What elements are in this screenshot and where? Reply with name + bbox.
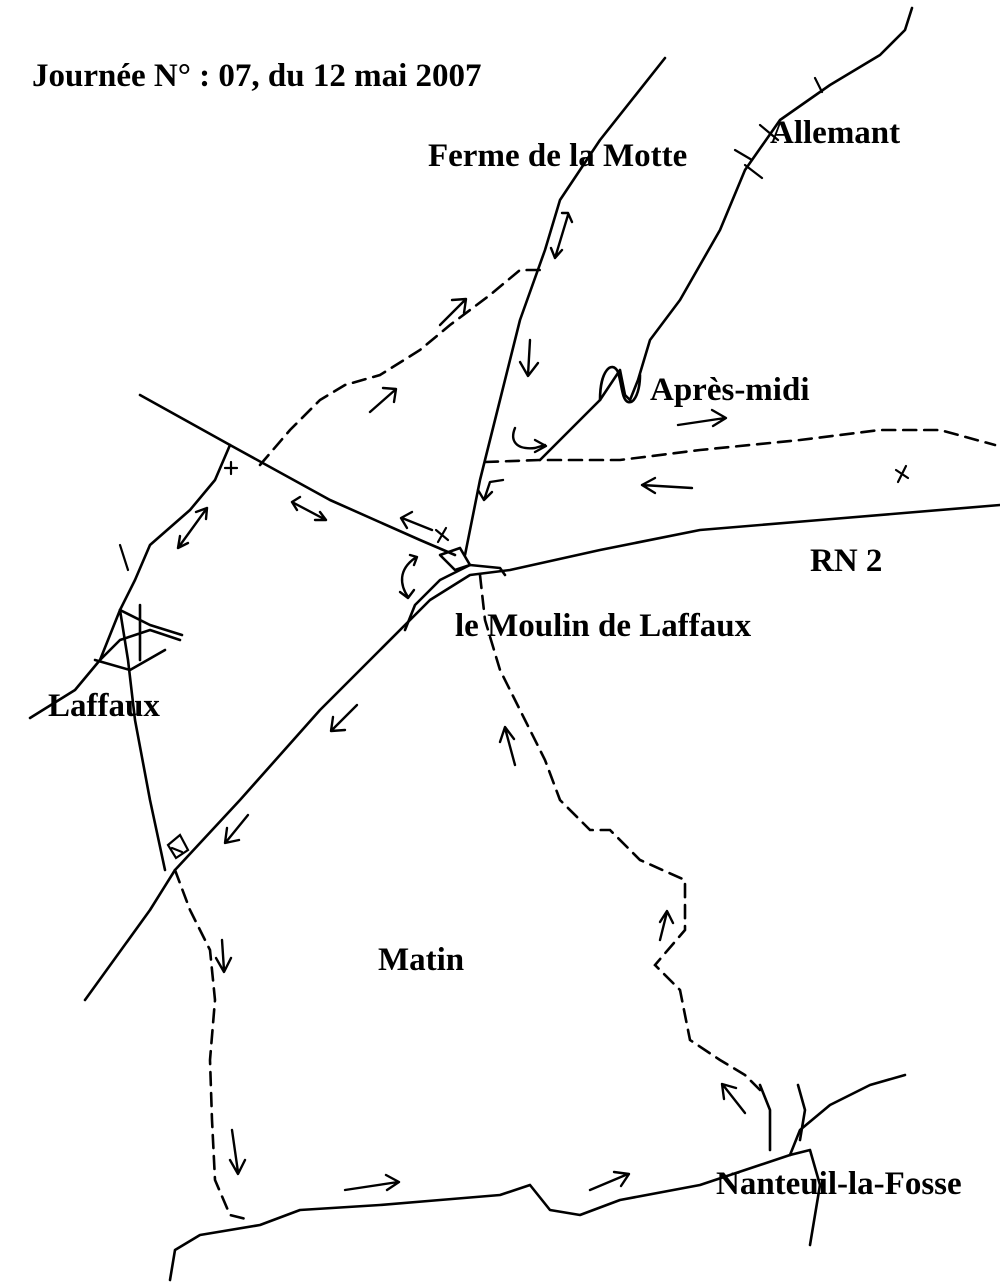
- arrow-nanteuil-up: [720, 1082, 747, 1115]
- itinerary-afternoon-north: [258, 268, 542, 467]
- arrow-morning-up-2: [498, 725, 517, 767]
- arrow-morning-down-2: [228, 1128, 247, 1176]
- road-laffaux-north: [28, 443, 232, 720]
- label-matin: Matin: [378, 942, 465, 978]
- cross-mark-laffaux-south: [166, 833, 190, 860]
- road-laffaux-south: [118, 608, 167, 872]
- page-title: Journée N° : 07, du 12 mai 2007: [32, 58, 482, 94]
- label-apres-midi: Après-midi: [650, 372, 810, 408]
- place-moulin-de-laffaux: le Moulin de Laffaux: [455, 608, 752, 644]
- road-nanteuil-branch-2: [758, 1083, 772, 1152]
- arrow-laffaux-double: [176, 506, 209, 550]
- road-moulin-northwest: [138, 393, 457, 557]
- road-allemant-meander: [598, 365, 642, 404]
- cross-mark-laffaux-north: [223, 460, 239, 476]
- itinerary-morning-west: [173, 868, 252, 1222]
- place-ferme-de-la-motte: Ferme de la Motte: [428, 138, 688, 174]
- road-moulin-to-ferme: [463, 56, 667, 557]
- place-nanteuil-la-fosse: Nanteuil-la-Fosse: [716, 1166, 962, 1202]
- arrow-apres-midi: [676, 408, 728, 428]
- arrow-ne-2: [368, 386, 398, 414]
- arrow-west-east-path: [640, 476, 694, 495]
- arrow-down-ferme: [518, 338, 540, 378]
- arrow-moulin-nw: [399, 510, 434, 532]
- road-nanteuil-branch-3: [796, 1083, 807, 1142]
- arrow-morning-up-1: [658, 909, 675, 942]
- place-allemant: Allemant: [770, 115, 901, 151]
- itinerary-morning-east: [478, 573, 762, 1092]
- road-allemant: [538, 6, 914, 462]
- cross-mark-east: [894, 464, 910, 484]
- moulin-junction: [438, 546, 472, 572]
- arrow-rn2-sw-2: [223, 813, 250, 845]
- arrow-hook-2: [476, 478, 505, 502]
- place-laffaux: Laffaux: [48, 688, 160, 724]
- itinerary-afternoon-east: [483, 428, 997, 464]
- arrow-moulin-curve: [398, 553, 419, 600]
- arrow-east-2: [588, 1170, 631, 1192]
- laffaux-village-lines: [93, 603, 184, 672]
- road-nanteuil: [168, 1148, 822, 1282]
- arrow-hook: [512, 426, 548, 454]
- arrow-rn2-sw-1: [329, 703, 359, 733]
- arrow-east-1: [343, 1173, 401, 1192]
- arrow-ferme-double: [549, 211, 574, 260]
- arrow-nw-double: [290, 495, 328, 522]
- road-nanteuil-branch-north: [788, 1073, 907, 1157]
- arrow-ne-1: [438, 297, 468, 327]
- cross-mark-moulin: [434, 526, 450, 544]
- label-rn2: RN 2: [810, 543, 883, 579]
- moulin-building: [403, 563, 507, 632]
- allemant-ticks: [118, 76, 824, 572]
- arrow-morning-down-1: [214, 938, 233, 974]
